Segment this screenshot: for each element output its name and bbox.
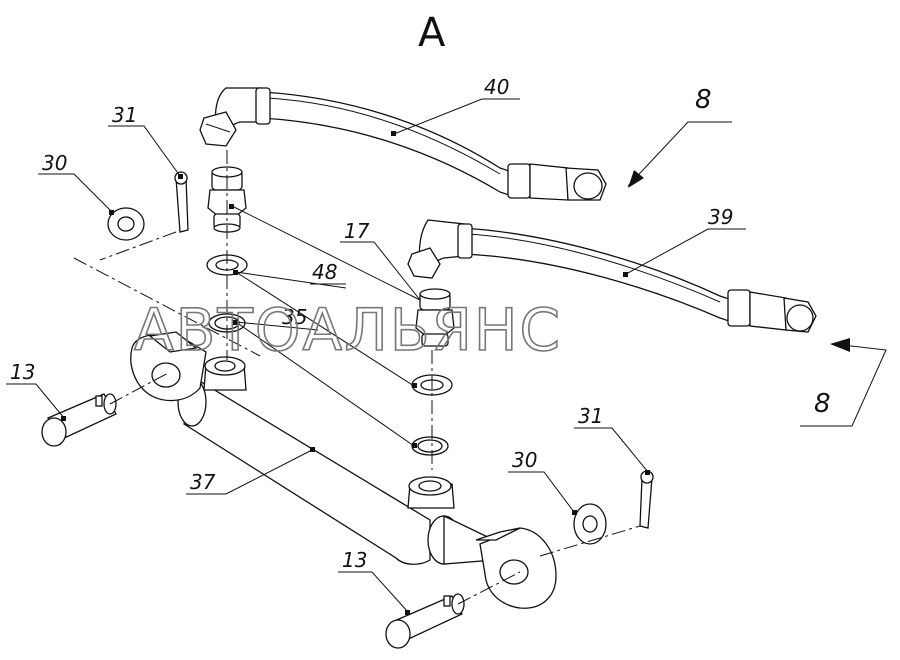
arrow-label-lower: 8: [814, 389, 831, 419]
callout-label-40: 40: [484, 75, 509, 99]
assembly-axes: [73, 150, 641, 605]
arrow-label-upper: 8: [695, 85, 712, 115]
callout-40: 40: [391, 75, 520, 136]
hydraulic-cylinder-37: [130, 331, 557, 609]
callout-label-39: 39: [708, 205, 733, 229]
callout-48: 48: [233, 260, 417, 388]
callout-label-31-left: 31: [112, 103, 137, 127]
callout-17: 17: [229, 204, 421, 301]
callout-label-30-left: 30: [42, 151, 67, 175]
cotter-pin-31-right: [639, 470, 654, 529]
view-title: A: [418, 10, 446, 56]
callout-label-48: 48: [312, 260, 337, 284]
cotter-pin-31-left: [174, 171, 189, 233]
callout-13-left: 13: [6, 360, 66, 421]
hose-40: [199, 87, 607, 201]
callout-30-right: 30: [508, 448, 577, 515]
washer-30-left: [107, 207, 145, 241]
callout-31-right: 31: [574, 404, 650, 475]
callout-13-right: 13: [338, 548, 410, 615]
callout-label-31-right: 31: [578, 404, 603, 428]
callout-label-13-left: 13: [10, 360, 35, 384]
callout-35: 35: [233, 305, 417, 448]
callout-label-37: 37: [190, 470, 216, 494]
pin-13-left: [41, 393, 117, 447]
washer-30-right: [573, 503, 607, 545]
callout-30-left: 30: [38, 151, 114, 215]
callout-37: 37: [186, 447, 315, 495]
callout-label-30-right: 30: [512, 448, 537, 472]
view-arrow-upper: 8: [627, 85, 732, 188]
adapter-17-lower: [415, 288, 455, 347]
callout-31-left: 31: [108, 103, 183, 179]
callout-label-35: 35: [282, 305, 307, 329]
callout-39: 39: [623, 205, 746, 277]
watermark: АВТОАЛЬЯНС: [134, 296, 562, 364]
hose-39: [407, 219, 817, 333]
view-arrow-lower: 8: [800, 338, 887, 427]
pin-13-right: [385, 593, 465, 649]
callout-label-13-right: 13: [342, 548, 367, 572]
callout-label-17: 17: [344, 219, 370, 243]
